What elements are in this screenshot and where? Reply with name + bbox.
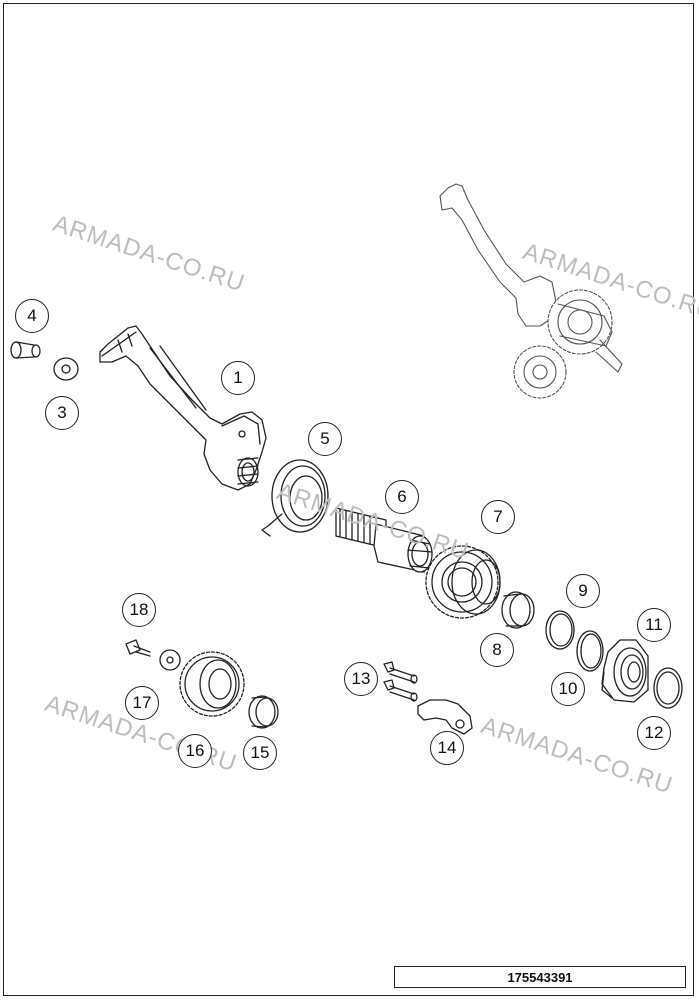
callout-13[interactable]: 13 [344,662,378,696]
part-3-washer [53,357,79,381]
part-15-bushing [248,695,279,729]
callout-6[interactable]: 6 [385,480,419,514]
assembly-overview [439,183,623,399]
callout-4[interactable]: 4 [15,299,49,333]
part-9-shim [545,610,575,650]
callout-8[interactable]: 8 [480,633,514,667]
part-12-ring [653,667,683,709]
part-16-gear [179,651,245,717]
callout-11[interactable]: 11 [637,608,671,642]
callout-3[interactable]: 3 [45,396,79,430]
part-6-shaft [335,507,433,573]
part-1-kick-lever [99,325,267,491]
part-17-washer [159,649,181,671]
callout-1[interactable]: 1 [221,361,255,395]
callout-18[interactable]: 18 [122,593,156,627]
callout-17[interactable]: 17 [125,686,159,720]
part-18-screw [125,639,151,657]
callout-16[interactable]: 16 [178,734,212,768]
callout-14[interactable]: 14 [430,731,464,765]
part-7-gear [425,545,501,619]
part-11-ratchet [601,639,649,703]
part-13-screws [383,661,418,702]
part-10-circlip [576,630,604,672]
callout-10[interactable]: 10 [551,672,585,706]
callout-9[interactable]: 9 [566,574,600,608]
part-code-box: 175543391 [394,966,686,988]
part-14-guide [417,699,473,735]
part-8-bushing [501,591,535,629]
callout-5[interactable]: 5 [308,422,342,456]
callout-12[interactable]: 12 [637,716,671,750]
callout-15[interactable]: 15 [243,736,277,770]
part-5-spring [261,459,329,537]
diagram-frame [3,3,694,996]
part-4-bolt [10,341,41,359]
callout-7[interactable]: 7 [481,500,515,534]
